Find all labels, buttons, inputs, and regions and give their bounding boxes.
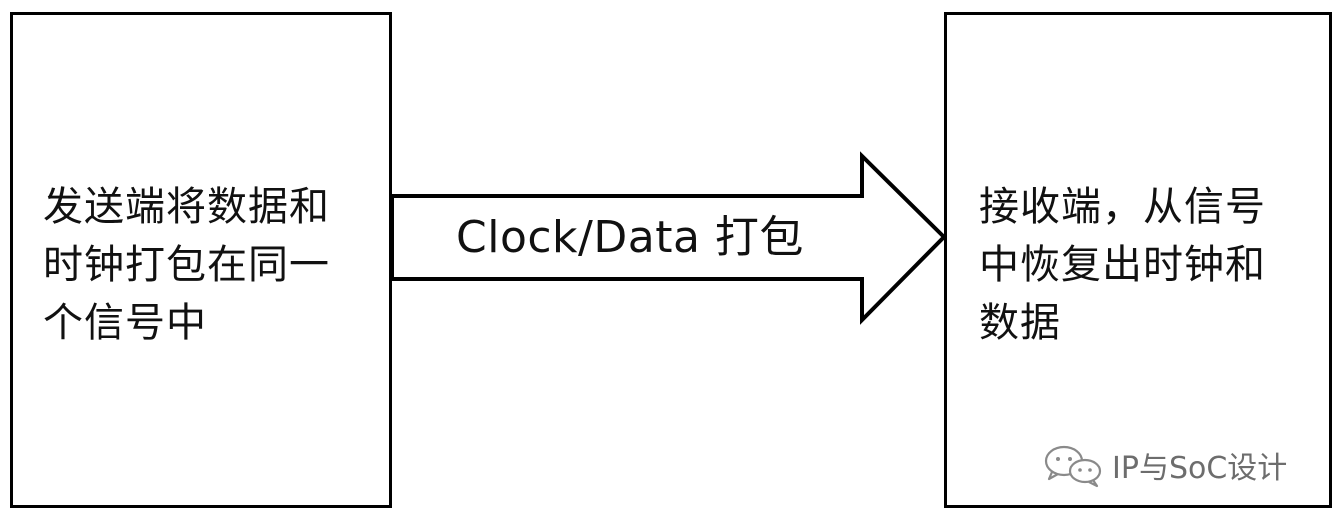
sender-line: 发送端将数据和 [43,184,330,230]
receiver-description: 接收端，从信号 中恢复出时钟和 数据 [979,178,1309,352]
receiver-line: 中恢复出时钟和 [979,242,1266,288]
sender-box: 发送端将数据和 时钟打包在同一 个信号中 [10,12,392,508]
wechat-icon [1044,445,1102,488]
receiver-box: 接收端，从信号 中恢复出时钟和 数据 [944,12,1332,508]
watermark-text: IP与SoC设计 [1112,451,1288,486]
sender-line: 时钟打包在同一 [43,242,330,288]
receiver-line: 数据 [979,300,1061,346]
sender-description: 发送端将数据和 时钟打包在同一 个信号中 [43,178,373,352]
receiver-line: 接收端，从信号 [979,184,1266,230]
watermark: IP与SoC设计 [1040,441,1287,489]
sender-line: 个信号中 [43,300,207,346]
data-flow-arrow [390,151,947,325]
arrow-label: Clock/Data 打包 [456,212,804,263]
